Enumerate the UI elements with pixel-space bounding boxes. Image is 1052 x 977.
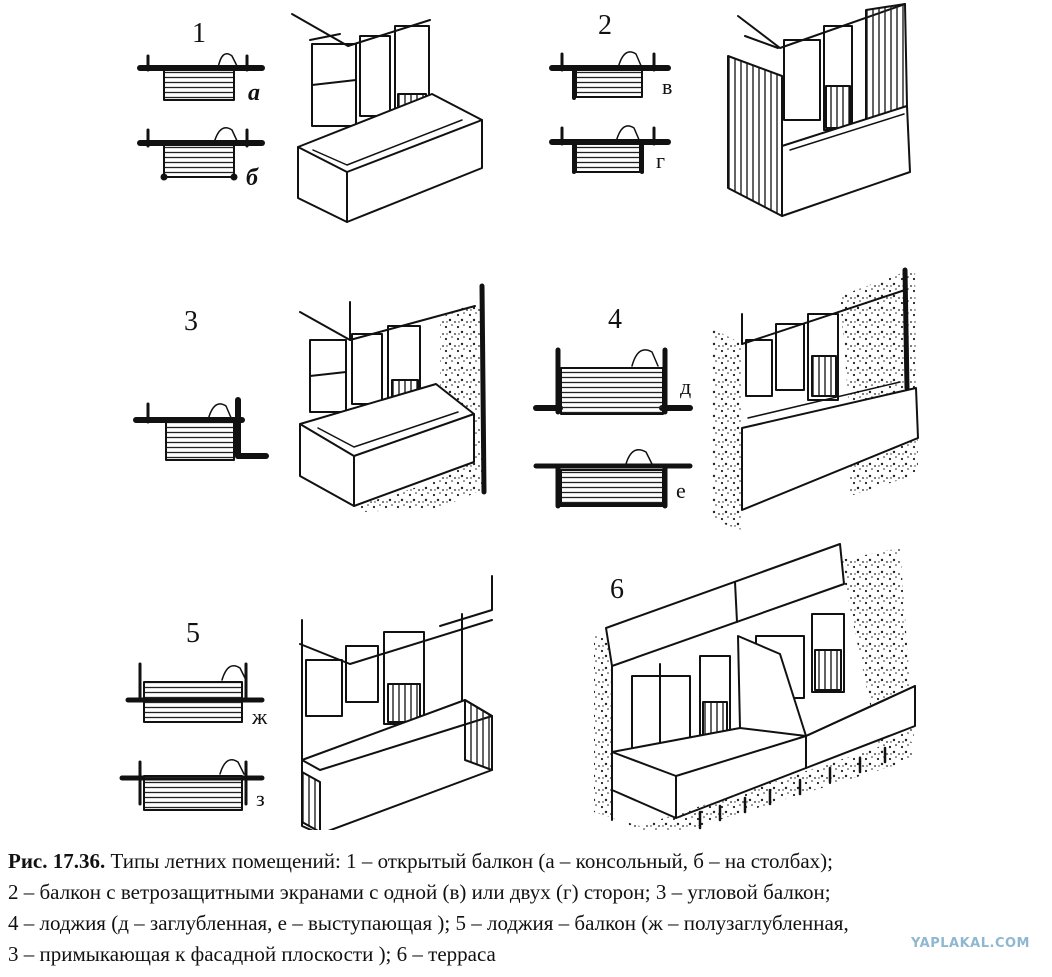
caption-line-2: 2 – балкон с ветрозащитными экранами с о… [8,880,831,904]
caption-line-1: Рис. 17.36. Типы летних помещений: 1 – о… [8,846,1048,877]
plan-label-e: е [676,478,686,503]
type-2-plans [549,51,671,174]
plan-label-a: а [248,80,260,106]
figure-number-2: 2 [598,10,612,41]
plan-label-zh: ж [251,704,268,729]
type-6-perspective [594,543,916,830]
figure-number-3: 3 [184,306,198,337]
type-1-perspective [291,13,483,223]
type-5-plans [119,662,265,811]
figure-number-1: 1 [192,18,206,49]
caption-line-3: 4 – лоджия (д – заглубленная, е – выступ… [8,911,849,935]
plan-label-b: б [246,165,259,191]
caption-prefix: Рис. 17.36. [8,849,106,873]
type-5-perspective [299,575,493,830]
type-2-perspective [727,3,911,217]
caption-line-4: 3 – примыкающая к фасадной плоскости ); … [8,942,496,966]
watermark: YAPLAKAL.COM [911,936,1030,951]
figure-caption: Рис. 17.36. Типы летних помещений: 1 – о… [8,846,1048,970]
type-4-perspective [712,267,919,530]
plan-label-g: г [656,148,665,173]
type-3-plan [133,397,269,461]
figure-number-4: 4 [608,304,622,335]
plan-label-z: з [256,786,265,811]
type-3-perspective [299,283,487,512]
type-1-plans [137,53,265,181]
plan-label-v: в [662,74,672,99]
balcony-types-figure: 1 2 3 4 5 6 а б в г д е ж з [119,3,919,830]
caption-line-1-text: Типы летних помещений: 1 – открытый балк… [105,849,834,873]
figure-number-6: 6 [610,574,624,605]
type-4-plans [533,347,693,509]
figure-number-5: 5 [186,618,200,649]
plan-label-d: д [680,374,691,399]
